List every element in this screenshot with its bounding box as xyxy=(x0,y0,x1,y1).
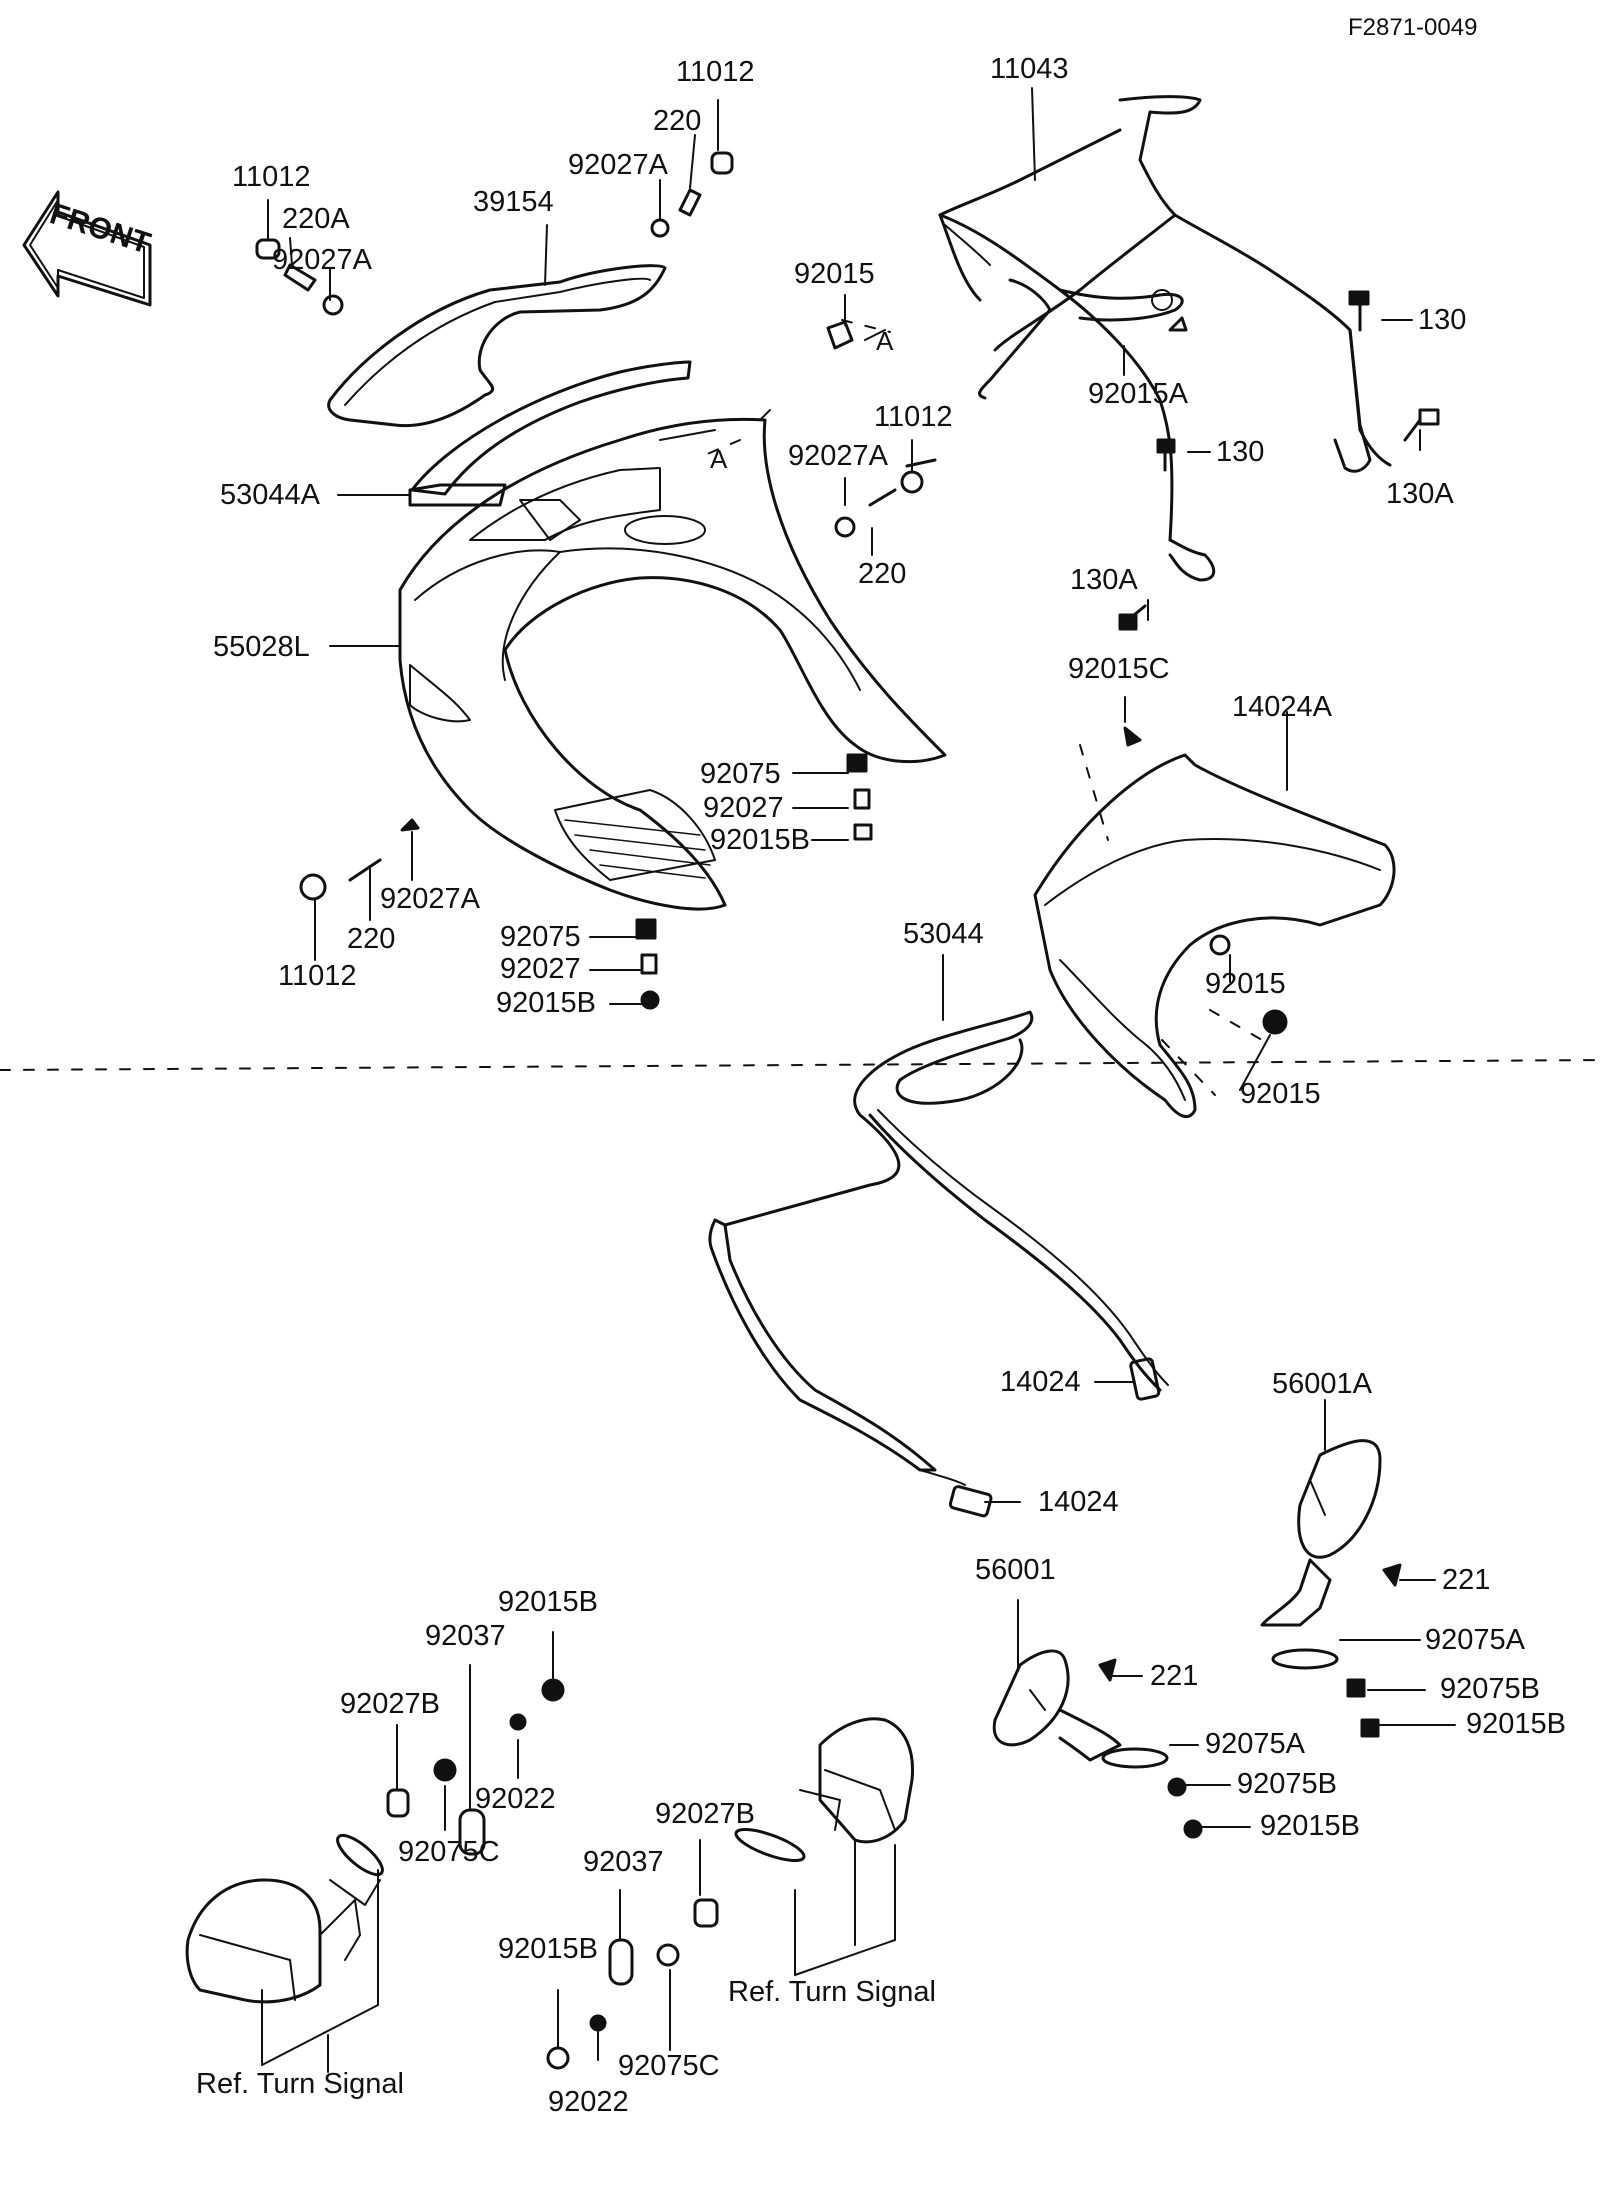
part-label: 56001A xyxy=(1272,1368,1372,1400)
part-label: 92075A xyxy=(1425,1624,1525,1656)
rubber-tube-lower xyxy=(948,1485,993,1518)
part-label: 14024A xyxy=(1232,691,1332,723)
front-arrow-icon: FRONT xyxy=(22,190,154,307)
upper-cowl xyxy=(398,409,947,911)
turn-signal-right xyxy=(734,1717,915,1862)
part-label: 92075A xyxy=(1205,1728,1305,1760)
part-label: 92015B xyxy=(498,1933,598,1965)
part-label: 220A xyxy=(282,203,350,235)
part-label: 92015 xyxy=(1240,1078,1321,1110)
part-label: 92015B xyxy=(1260,1810,1360,1842)
part-label: 92022 xyxy=(475,1783,556,1815)
windshield xyxy=(327,264,667,428)
part-label: 92075 xyxy=(700,758,781,790)
part-label: 92027A xyxy=(788,440,888,472)
part-label: 130 xyxy=(1216,436,1265,468)
leader-lines xyxy=(267,87,1456,2061)
part-label: 92015B xyxy=(498,1586,598,1618)
part-label: 56001 xyxy=(975,1554,1056,1586)
part-label: 92015B xyxy=(710,824,810,856)
part-label: 14024 xyxy=(1038,1486,1119,1518)
part-label: 92075C xyxy=(618,2050,720,2082)
drawing-code: F2871-0049 xyxy=(1348,14,1478,41)
part-label: 11012 xyxy=(278,960,357,992)
part-label: 220 xyxy=(653,105,702,137)
part-label: 92027A xyxy=(272,244,372,276)
part-label: 39154 xyxy=(473,186,554,218)
part-label: 11012 xyxy=(874,401,953,433)
part-label: 220 xyxy=(858,558,907,590)
part-label: 92027A xyxy=(568,149,668,181)
part-label: 92022 xyxy=(548,2086,629,2118)
part-label: 221 xyxy=(1150,1660,1199,1692)
part-label: 53044A xyxy=(220,479,320,511)
part-label: 14024 xyxy=(1000,1366,1081,1398)
part-label: 92015A xyxy=(1088,378,1188,410)
part-label: 55028L xyxy=(213,631,310,663)
ref-turn-signal-left: Ref. Turn Signal xyxy=(196,2068,404,2100)
turn-signal-left xyxy=(185,1833,384,2004)
ref-turn-signal-right: Ref. Turn Signal xyxy=(728,1976,936,2008)
part-label: 130A xyxy=(1386,478,1454,510)
part-label: 92015 xyxy=(1205,968,1286,1000)
cowl-frame xyxy=(938,95,1392,582)
front-arrow-label: FRONT xyxy=(46,197,154,260)
section-divider xyxy=(0,1059,1605,1071)
inner-panel xyxy=(1033,744,1396,1119)
part-label: 92075B xyxy=(1237,1768,1337,1800)
part-label: 92027 xyxy=(703,792,784,824)
rubber-tube-upper xyxy=(1129,1357,1161,1401)
part-label: 92037 xyxy=(583,1846,664,1878)
part-label: 92075B xyxy=(1440,1673,1540,1705)
part-label: 92015C xyxy=(1068,653,1170,685)
part-label: 92027 xyxy=(500,953,581,985)
part-label: 92027B xyxy=(655,1798,755,1830)
part-label: 92015B xyxy=(1466,1708,1566,1740)
reference-marker-a: A A xyxy=(704,319,894,474)
part-label: 130 xyxy=(1418,304,1467,336)
part-label: 92075C xyxy=(398,1836,500,1868)
part-label: 92015 xyxy=(794,258,875,290)
part-label: 130A xyxy=(1070,564,1138,596)
part-label: 92075 xyxy=(500,921,581,953)
windshield-trim xyxy=(408,360,692,507)
part-label: 11012 xyxy=(676,56,755,88)
part-label: 11043 xyxy=(990,53,1069,85)
svg-text:A: A xyxy=(710,444,728,474)
part-label: 92027A xyxy=(380,883,480,915)
part-label: 92027B xyxy=(340,1688,440,1720)
hardware-parts xyxy=(255,151,1440,2070)
part-label: 11012 xyxy=(232,161,311,193)
ref-turn-signal-right-bracket xyxy=(794,1839,896,1976)
part-label: 92015B xyxy=(496,987,596,1019)
part-label: 53044 xyxy=(903,918,984,950)
cowl-seal xyxy=(708,1010,1169,1486)
mirror-right xyxy=(1260,1439,1382,1627)
svg-text:A: A xyxy=(876,326,894,356)
part-label: 220 xyxy=(347,923,396,955)
ref-turn-signal-left-bracket xyxy=(261,1869,379,2073)
mirror-left xyxy=(992,1649,1122,1762)
part-label: 221 xyxy=(1442,1564,1491,1596)
mirror-washers xyxy=(1101,1648,1380,1839)
part-label: 92037 xyxy=(425,1620,506,1652)
